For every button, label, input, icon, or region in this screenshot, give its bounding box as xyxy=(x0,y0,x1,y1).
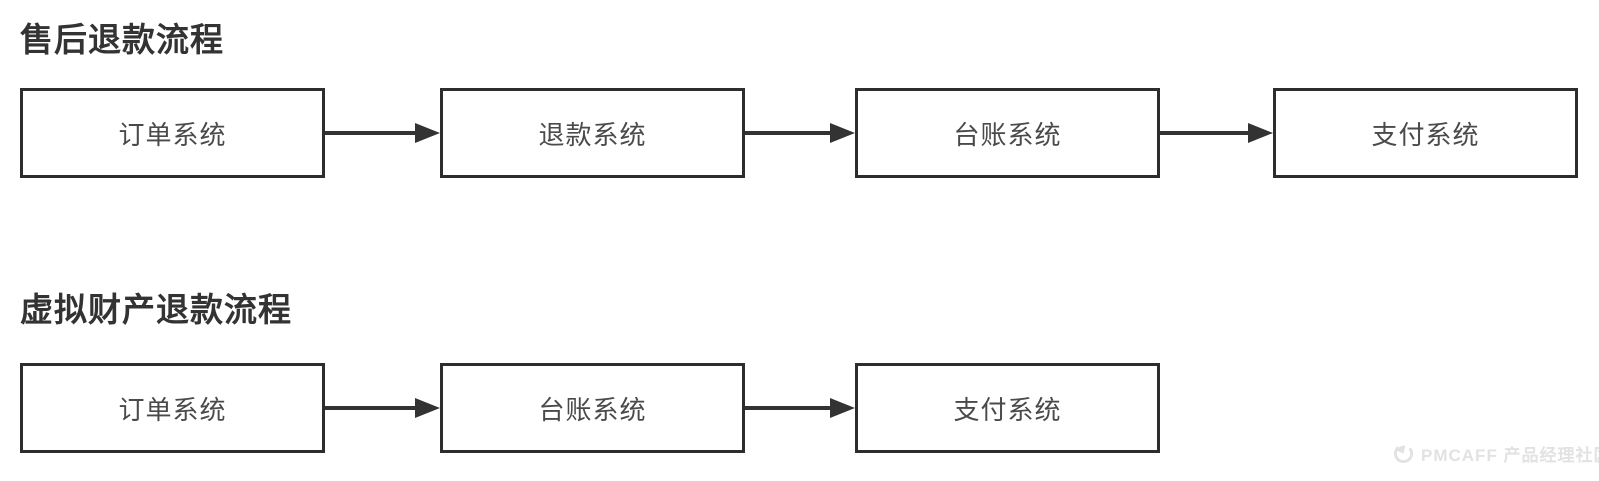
arrow-head-icon xyxy=(415,398,440,418)
flow2-node-ledger-system: 台账系统 xyxy=(440,363,745,453)
flow1-node-ledger-system-label: 台账系统 xyxy=(953,119,1062,150)
flow1-node-order-system: 订单系统 xyxy=(20,88,325,178)
arrow-shaft xyxy=(325,131,415,135)
flow1-arrow-1 xyxy=(325,122,440,144)
flow2-arrow-2 xyxy=(745,397,855,419)
flow-title-virtual-property-refund: 虚拟财产退款流程 xyxy=(20,291,292,328)
flow2-node-payment-system: 支付系统 xyxy=(855,363,1160,453)
watermark-text: PMCAFF 产品经理社区 xyxy=(1421,446,1599,465)
flow1-node-refund-system: 退款系统 xyxy=(440,88,745,178)
flow1-node-order-system-label: 订单系统 xyxy=(118,119,227,150)
flow1-node-refund-system-label: 退款系统 xyxy=(538,119,647,150)
arrow-shaft xyxy=(745,131,830,135)
flow1-arrow-2 xyxy=(745,122,855,144)
arrow-shaft xyxy=(1160,131,1248,135)
arrow-shaft xyxy=(325,406,415,410)
flow1-node-payment-system: 支付系统 xyxy=(1273,88,1578,178)
arrow-head-icon xyxy=(1248,123,1273,143)
flow2-node-payment-system-label: 支付系统 xyxy=(953,394,1062,425)
flow2-node-ledger-system-label: 台账系统 xyxy=(538,394,647,425)
flow2-arrow-1 xyxy=(325,397,440,419)
arrow-shaft xyxy=(745,406,830,410)
arrow-head-icon xyxy=(830,123,855,143)
arrow-head-icon xyxy=(415,123,440,143)
pmcaff-watermark: PMCAFF 产品经理社区 xyxy=(1393,441,1599,466)
arrow-head-icon xyxy=(830,398,855,418)
flow-title-aftersales-refund: 售后退款流程 xyxy=(20,21,224,58)
flow2-node-order-system-label: 订单系统 xyxy=(118,394,227,425)
flow1-arrow-3 xyxy=(1160,122,1273,144)
pmcaff-logo-icon xyxy=(1393,443,1414,464)
flow1-node-payment-system-label: 支付系统 xyxy=(1371,119,1480,150)
flow2-node-order-system: 订单系统 xyxy=(20,363,325,453)
flow1-node-ledger-system: 台账系统 xyxy=(855,88,1160,178)
